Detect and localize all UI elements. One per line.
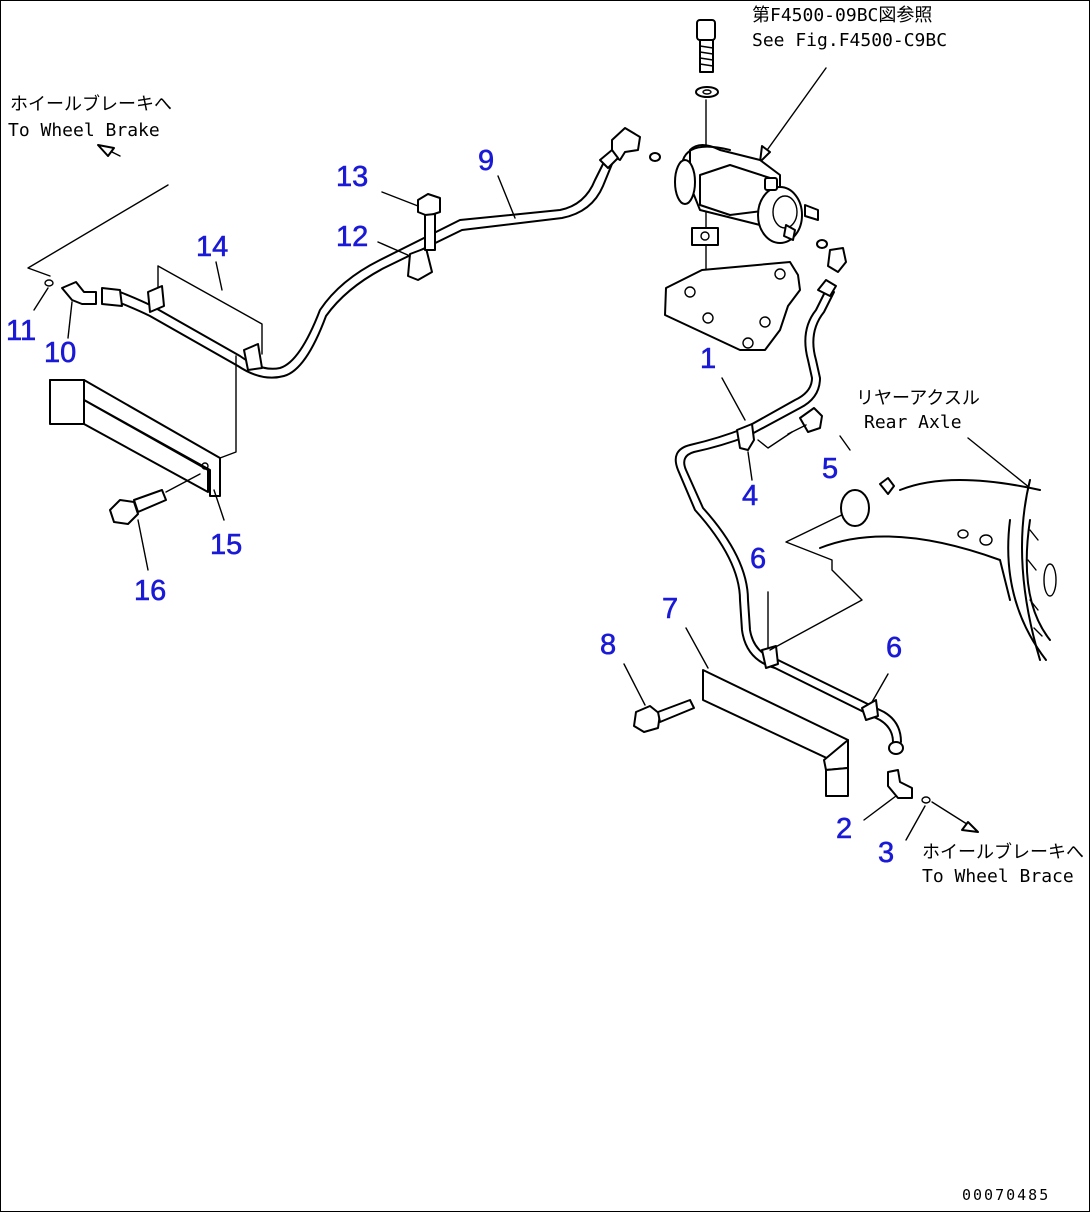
o-ring-3 — [921, 796, 931, 804]
clamp-6a — [761, 645, 779, 669]
callout-13: 13 — [336, 161, 368, 193]
leader-13 — [381, 191, 419, 207]
elbow-2 — [887, 769, 913, 799]
callout-10: 10 — [44, 337, 76, 369]
destination-left-en: To Wheel Brake — [8, 120, 160, 141]
phantom-line-left — [27, 184, 169, 277]
callout-6b: 6 — [886, 632, 902, 664]
destination-left-jp: ホイールブレーキへ — [10, 93, 172, 115]
leader-7 — [685, 627, 709, 669]
bracket-15 — [49, 355, 237, 497]
callout-4: 4 — [742, 480, 758, 512]
destination-right-en: To Wheel Brace — [922, 866, 1074, 887]
callout-12: 12 — [336, 221, 368, 253]
leader-4 — [747, 451, 753, 481]
callout-8: 8 — [600, 629, 616, 661]
o-ring-11 — [44, 279, 54, 287]
leader-10 — [67, 301, 73, 339]
callout-1: 1 — [700, 343, 716, 375]
callout-5: 5 — [822, 453, 838, 485]
callout-16: 16 — [134, 575, 166, 607]
leader-8 — [623, 663, 646, 706]
leader-1 — [721, 377, 746, 421]
mounting-plate — [664, 261, 801, 351]
clamp-12 — [407, 247, 433, 281]
callout-6a: 6 — [750, 543, 766, 575]
reference-note-en: See Fig.F4500-C9BC — [752, 30, 947, 51]
rear-axle-label-jp: リヤーアクスル — [856, 388, 980, 409]
rear-axle-label-en: Rear Axle — [864, 412, 962, 433]
reference-leader — [759, 67, 827, 161]
brake-valve-assembly — [611, 19, 847, 321]
rear-axle: リヤーアクスル Rear Axle — [819, 388, 1057, 661]
callout-3: 3 — [878, 837, 894, 869]
leader-15 — [213, 489, 225, 521]
clamp-4 — [736, 423, 755, 451]
bolt-16 — [109, 489, 167, 525]
bolt-5 — [799, 407, 823, 433]
bolt-13 — [417, 193, 441, 251]
leader-12 — [377, 241, 411, 257]
bolt-8 — [633, 699, 695, 733]
phantom-line-axle — [769, 509, 863, 651]
drawing-number: 00070485 — [962, 1186, 1050, 1204]
clamp-6b — [861, 699, 879, 721]
callout-11: 11 — [6, 315, 36, 347]
callout-9: 9 — [478, 145, 494, 177]
leader-6b — [871, 673, 889, 703]
leader-16 — [137, 519, 149, 571]
reference-arrowhead — [759, 145, 771, 163]
callout-7: 7 — [662, 593, 678, 625]
callout-14: 14 — [196, 231, 228, 263]
leader-14 — [215, 261, 223, 291]
leader-5 — [757, 431, 793, 449]
callout-2: 2 — [836, 813, 852, 845]
destination-right-jp: ホイールブレーキへ — [922, 841, 1084, 863]
reference-note-jp: 第F4500-09BC図参照 — [752, 5, 932, 26]
leader-11 — [33, 287, 49, 311]
leader-9 — [497, 175, 516, 219]
bracket-14 — [157, 265, 263, 355]
leader-2 — [863, 795, 897, 821]
callout-15: 15 — [210, 529, 242, 561]
bracket-7 — [702, 669, 849, 797]
elbow-10 — [61, 281, 97, 305]
leader-3 — [905, 805, 926, 841]
